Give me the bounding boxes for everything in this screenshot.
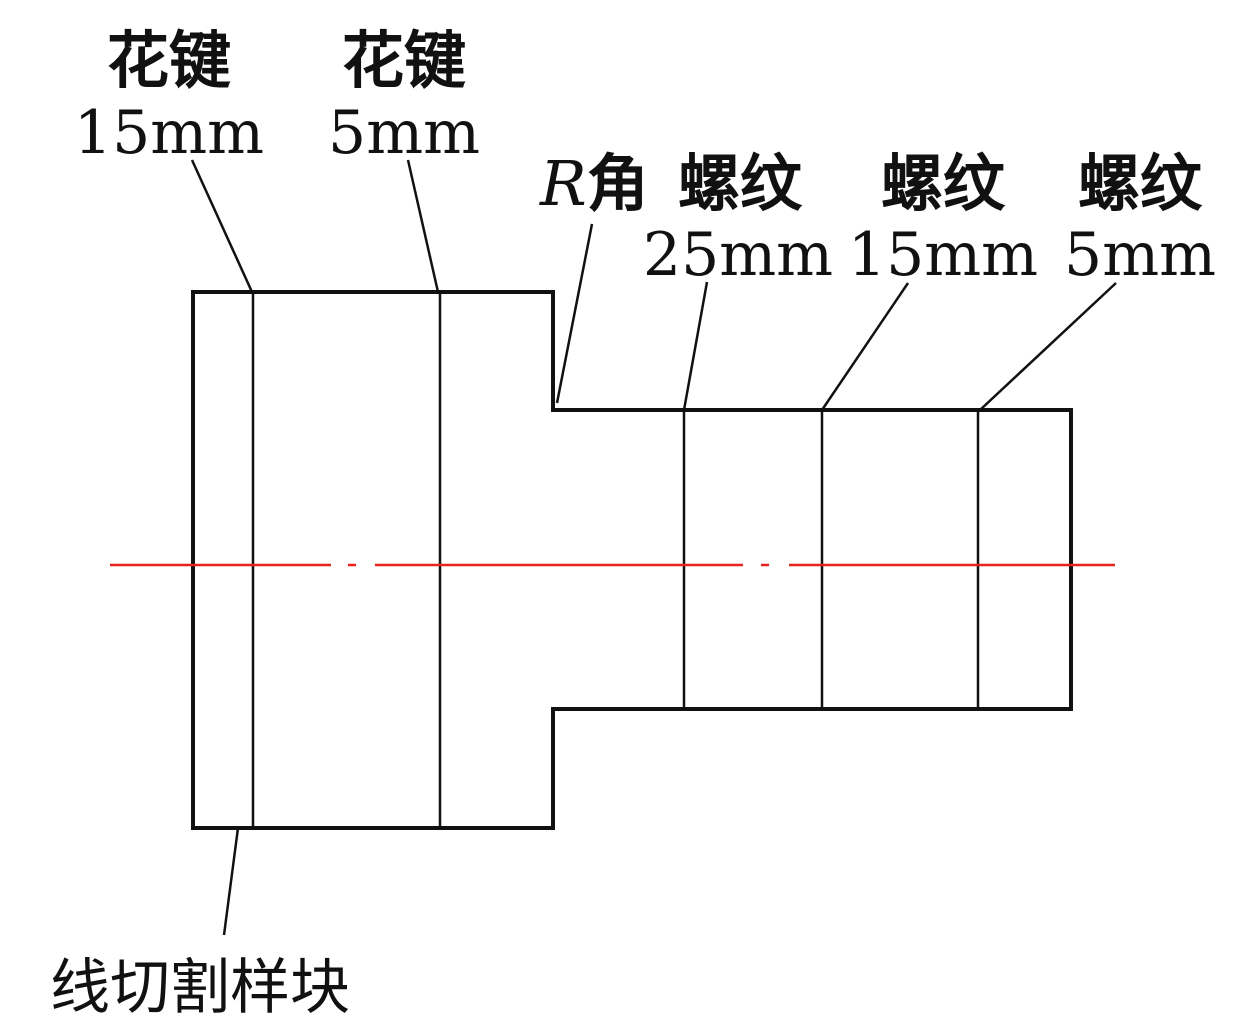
leader-thread-5 <box>979 282 1117 411</box>
label-wire-cut-sample: 线切割样块 <box>50 953 350 1023</box>
leader-r-corner <box>555 223 594 404</box>
leader-thread-15 <box>820 282 910 411</box>
label-spline-5-size: 5mm <box>328 98 480 168</box>
label-thread-25-size: 25mm <box>643 220 833 290</box>
label-r-corner: R角 <box>539 147 649 220</box>
shaft-outline <box>191 290 1073 830</box>
label-r-corner-prefix: R <box>539 147 587 220</box>
leader-wire-cut-sample <box>222 827 240 936</box>
label-thread-5-name: 螺纹 <box>1078 147 1203 220</box>
leader-spline-5 <box>406 159 440 293</box>
leader-spline-15 <box>190 159 254 293</box>
label-spline-5-name: 花键 <box>342 24 466 97</box>
label-thread-15-name: 螺纹 <box>881 147 1006 220</box>
label-r-corner-name: 角 <box>587 147 649 220</box>
label-spline-15-name: 花键 <box>107 24 231 97</box>
label-thread-5-size: 5mm <box>1064 220 1216 290</box>
label-thread-15-size: 15mm <box>848 220 1038 290</box>
leader-thread-25 <box>682 281 709 411</box>
label-thread-25-name: 螺纹 <box>678 147 803 220</box>
label-spline-15-size: 15mm <box>74 98 264 168</box>
